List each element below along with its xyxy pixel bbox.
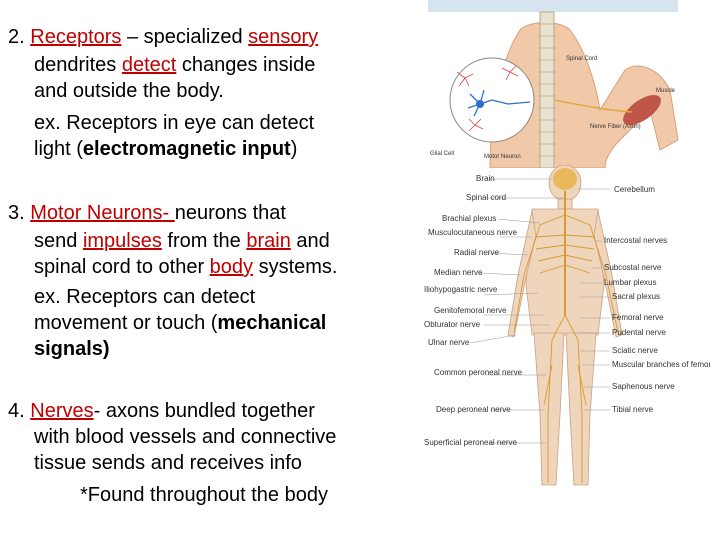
label-glial-cell: Glial Cell xyxy=(430,151,454,157)
motor-neuron xyxy=(467,89,531,117)
figure-top-bar xyxy=(428,0,678,12)
text: light ( xyxy=(34,138,83,160)
text: – specialized xyxy=(121,26,249,48)
label-musculocutaneous-nerve: Musculocutaneous nerve xyxy=(428,228,517,237)
label-ulnar-nerve: Ulnar nerve xyxy=(428,338,470,347)
label-cerebellum: Cerebellum xyxy=(614,185,655,194)
text: changes inside xyxy=(176,54,316,76)
label-sciatic-nerve: Sciatic nerve xyxy=(612,346,658,355)
label-nerve-fiber: Nerve Fiber (Axon) xyxy=(590,124,641,130)
label-deep-peroneal-nerve: Deep peroneal nerve xyxy=(436,405,511,414)
text: - axons bundled together xyxy=(93,400,315,422)
text: ) xyxy=(290,138,298,160)
label-common-peroneal-nerve: Common peroneal nerve xyxy=(434,368,523,377)
item-2-line-3: and outside the body. xyxy=(34,80,224,102)
spinal-cord-neuron-figure: Spinal Cord Muscle Nerve Fiber (Axon) Gl… xyxy=(428,0,679,168)
label-muscle: Muscle xyxy=(656,88,676,94)
item-3-example-3: signals) xyxy=(34,338,110,360)
muscle xyxy=(623,94,661,126)
text: movement or touch ( xyxy=(34,312,218,334)
label-median-nerve: Median nerve xyxy=(434,268,483,277)
vertebrae xyxy=(538,23,556,157)
spinal-column xyxy=(539,11,555,168)
neuron-cell-body xyxy=(476,100,484,108)
item-2-line-1: 2. Receptors – specialized sensory xyxy=(8,24,318,50)
term-receptors: Receptors xyxy=(30,26,122,48)
item-4-line-2: with blood vessels and connective xyxy=(34,426,337,448)
label-lumbar-plexus: Lumbar plexus xyxy=(604,278,656,287)
item-4-line-3: tissue sends and receives info xyxy=(34,452,302,474)
item-4-line-1: 4. Nerves- axons bundled together xyxy=(8,398,315,424)
label-spinal-cord: Spinal cord xyxy=(466,193,506,202)
text: and xyxy=(290,230,330,252)
item-3-example-1: ex. Receptors can detect xyxy=(34,286,256,308)
term-motor-neurons: Motor Neurons xyxy=(30,202,163,224)
item-3-line-1: 3. Motor Neurons- neurons that xyxy=(8,200,286,226)
label-iliohypogastric-nerve: Iliohypogastric nerve xyxy=(424,285,498,294)
label-saphenous-nerve: Saphenous nerve xyxy=(612,382,675,391)
label-sacral-plexus: Sacral plexus xyxy=(612,292,660,301)
item-4-note: *Found throughout the body xyxy=(80,484,328,506)
nerves xyxy=(513,214,619,483)
label-muscular-branches: Muscular branches of femoral nerve xyxy=(612,360,710,369)
item-2-example-2: light (electromagnetic input) xyxy=(34,136,297,162)
item-3-line-2: send impulses from the brain and xyxy=(34,228,330,254)
body-silhouette xyxy=(507,165,623,486)
nervous-system-figure: Brain Spinal cord Brachial plexus Muscul… xyxy=(424,165,710,486)
label-intercostal-nerves: Intercostal nerves xyxy=(604,236,667,245)
text: systems. xyxy=(253,256,338,278)
keyword-sensory: sensory xyxy=(248,26,319,48)
item-number: 2. xyxy=(8,26,25,48)
keyword-body: body xyxy=(209,256,254,278)
label-leaders xyxy=(469,178,610,444)
label-brain: Brain xyxy=(476,174,495,183)
label-tibial-nerve: Tibial nerve xyxy=(612,405,654,414)
keyword-impulses: impulses xyxy=(82,230,162,252)
keyword-brain: brain xyxy=(246,230,291,252)
label-femoral-nerve: Femoral nerve xyxy=(612,313,664,322)
glial-cells xyxy=(456,65,519,132)
item-2-line-2: dendrites detect changes inside xyxy=(34,52,315,78)
item-3-line-3: spinal cord to other body systems. xyxy=(34,254,337,280)
label-obturator-nerve: Obturator nerve xyxy=(424,320,481,329)
bold-text: mechanical xyxy=(217,312,327,334)
bold-text: electromagnetic input xyxy=(82,138,291,160)
text: send xyxy=(34,230,83,252)
nerve-fiber xyxy=(553,99,633,113)
item-number: 3. xyxy=(8,202,25,224)
label-spinal-cord: Spinal Cord xyxy=(566,56,597,62)
text: from the xyxy=(161,230,247,252)
label-radial-nerve: Radial nerve xyxy=(454,248,499,257)
brain xyxy=(553,168,577,190)
item-3-example-2: movement or touch (mechanical xyxy=(34,310,326,336)
text: spinal cord to other xyxy=(34,256,210,278)
label-pudental-nerve: Pudental nerve xyxy=(612,328,666,337)
item-2-example-1: ex. Receptors in eye can detect xyxy=(34,112,315,134)
keyword-detect: detect xyxy=(121,54,177,76)
label-superficial-peroneal-nerve: Superficial peroneal nerve xyxy=(424,438,517,447)
term-nerves: Nerves xyxy=(30,400,94,422)
label-subcostal-nerve: Subcostal nerve xyxy=(604,263,662,272)
text: neurons that xyxy=(174,202,286,224)
dash: - xyxy=(162,202,175,224)
item-number: 4. xyxy=(8,400,25,422)
text: dendrites xyxy=(34,54,122,76)
label-motor-neuron: Motor Neuron xyxy=(484,154,521,160)
label-genitofemoral-nerve: Genitofemoral nerve xyxy=(434,306,507,315)
label-brachial-plexus: Brachial plexus xyxy=(442,214,496,223)
